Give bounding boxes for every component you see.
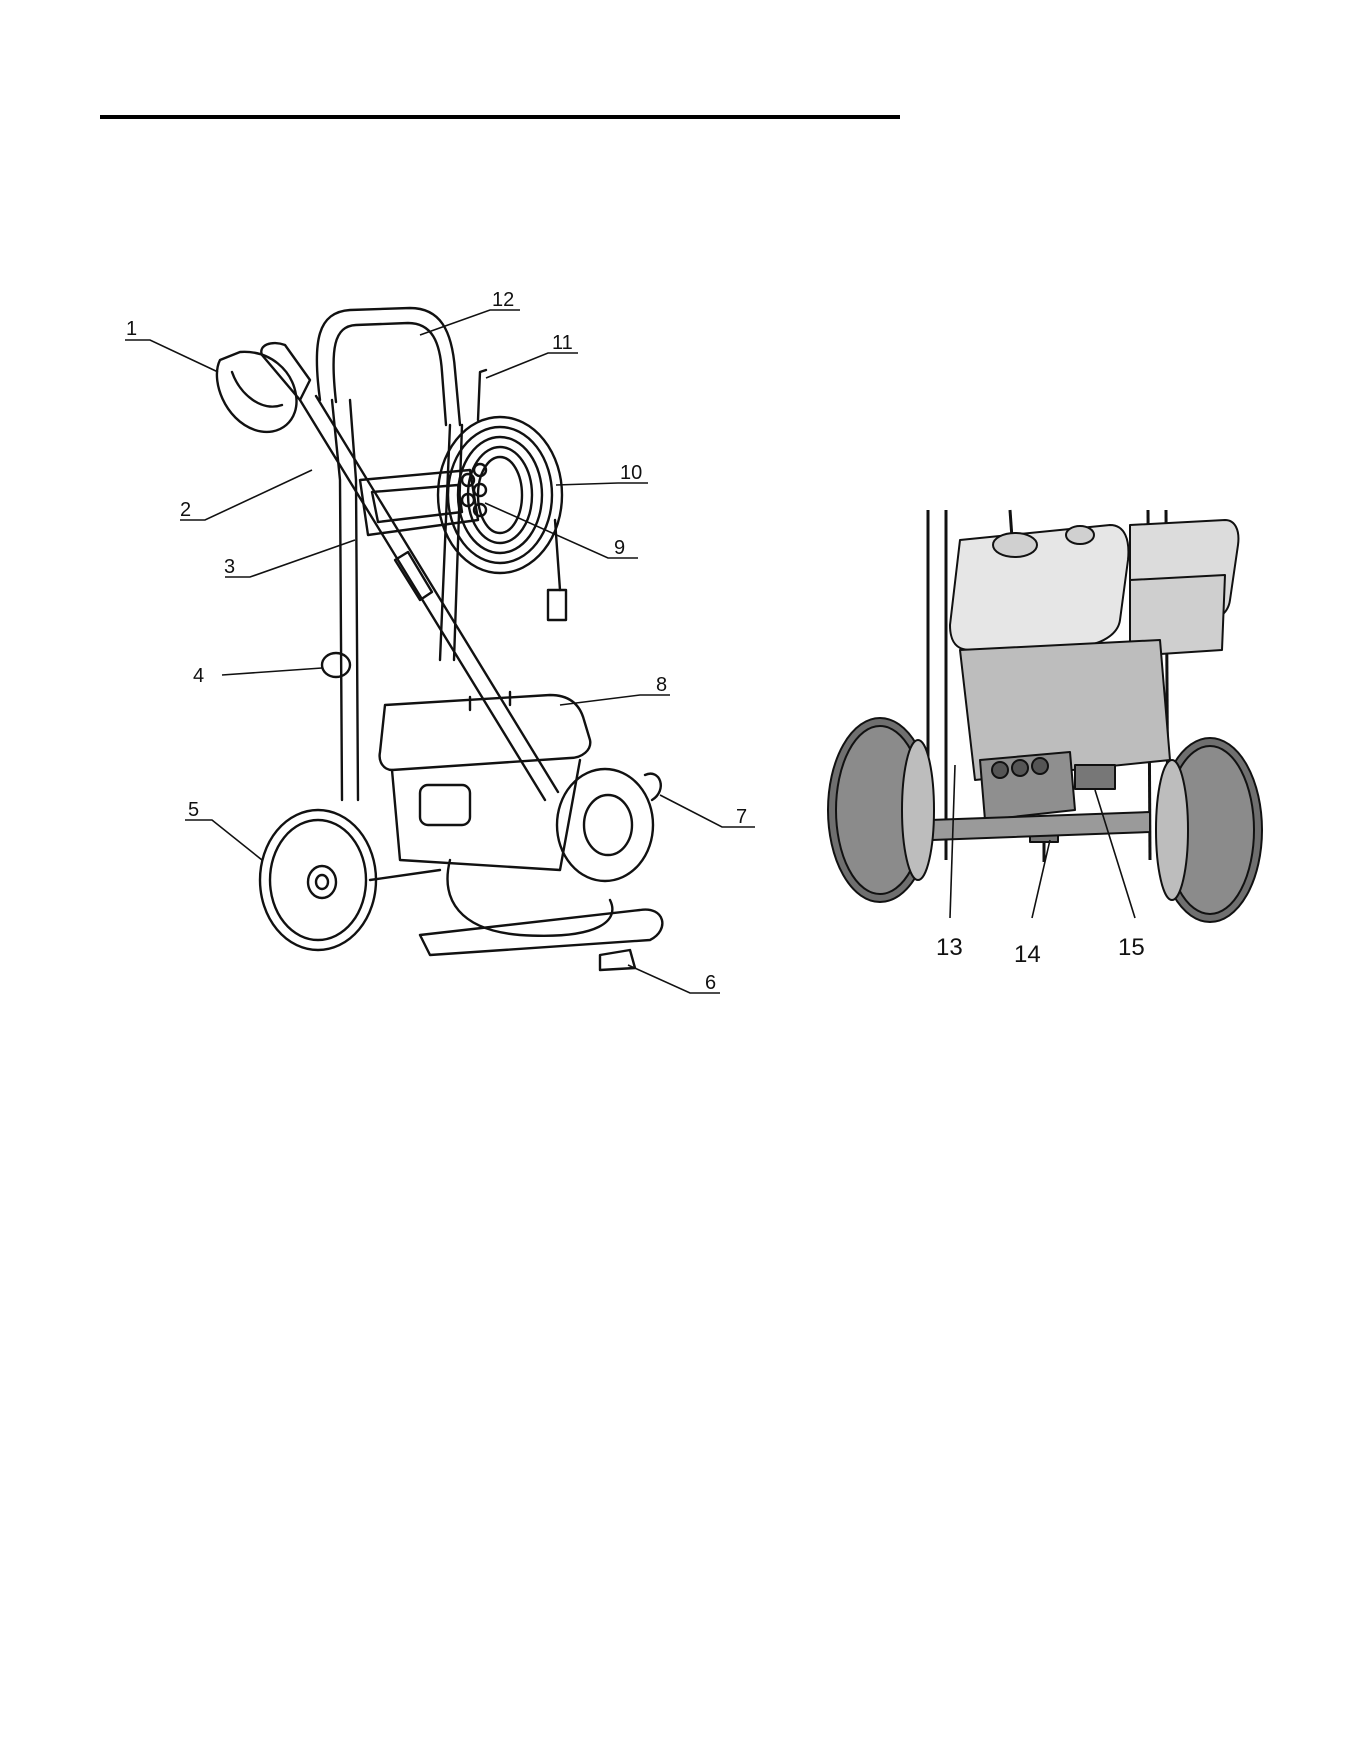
callout-2: 2 (180, 499, 191, 521)
callout-6: 6 (705, 972, 716, 994)
callout-9: 9 (614, 537, 625, 559)
callout-3: 3 (224, 556, 235, 578)
callout-8: 8 (656, 674, 667, 696)
pressure-washer-illustration (217, 308, 662, 970)
callout-4: 4 (193, 665, 204, 687)
callout-5: 5 (188, 799, 199, 821)
callout-14: 14 (1014, 941, 1041, 968)
callout-7: 7 (736, 806, 747, 828)
callout-11: 11 (552, 332, 573, 354)
callout-13: 13 (936, 934, 963, 961)
callout-12: 12 (492, 289, 514, 311)
callout-1: 1 (126, 318, 137, 340)
callout-15: 15 (1118, 934, 1145, 961)
callout-10: 10 (620, 462, 642, 484)
